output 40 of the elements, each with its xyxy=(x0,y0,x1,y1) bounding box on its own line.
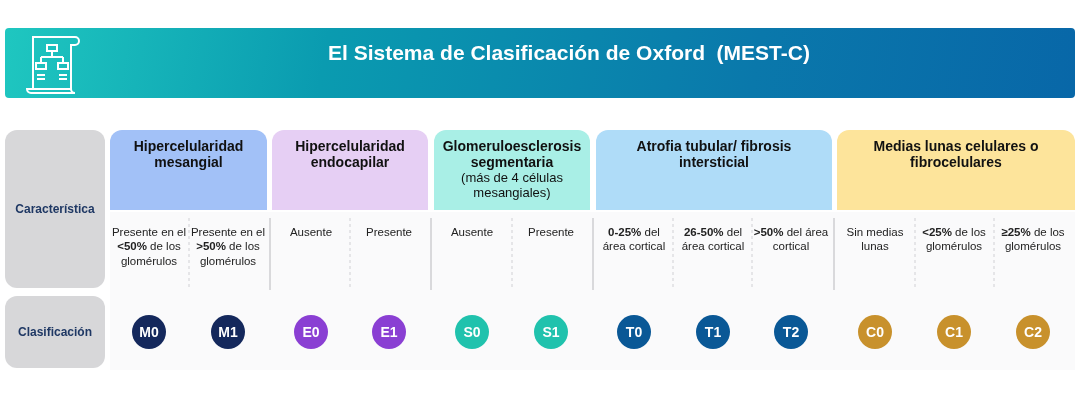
criterion-text: 26-50% del área cortical xyxy=(680,225,746,254)
label-text: C0 xyxy=(866,324,884,340)
label-text: T0 xyxy=(625,324,643,340)
criterion-text: Presente en el <50% de los glomérulos xyxy=(111,225,187,269)
row-header xyxy=(5,130,105,288)
criterion-text: Presente xyxy=(527,225,575,240)
label-text: M1 xyxy=(218,324,238,340)
criterion-text: Presente xyxy=(365,225,413,240)
category-header xyxy=(110,130,267,210)
label-text: Característica xyxy=(15,202,95,216)
label-text: T1 xyxy=(704,324,722,340)
criterion-text: Sin medias lunas xyxy=(845,225,905,254)
row-header xyxy=(5,296,105,368)
category-header xyxy=(596,130,832,210)
label-text: C1 xyxy=(945,324,963,340)
label-text: T2 xyxy=(782,324,800,340)
label-text: S1 xyxy=(542,324,560,340)
criterion-text: Presente en el >50% de los glomérulos xyxy=(190,225,266,269)
label-text: E0 xyxy=(302,324,320,340)
criterion-text: ≥25% de los glomérulos xyxy=(1000,225,1066,254)
criterion-text: Ausente xyxy=(288,225,334,240)
header-note: (más de 4 células mesangiales) xyxy=(460,170,564,200)
title: El Sistema de Clasificación de Oxford (MEST-C) xyxy=(328,41,810,65)
label-text: C2 xyxy=(1024,324,1042,340)
label-text: Hipercelularidad mesangial xyxy=(132,138,245,170)
category-header xyxy=(434,130,590,210)
criterion-text: >50% del área cortical xyxy=(753,225,829,254)
label-text: Hipercelularidad endocapilar xyxy=(294,138,406,170)
label-text: M0 xyxy=(139,324,159,340)
label-text: Glomeruloesclerosis segmentaria xyxy=(441,138,583,170)
category-header xyxy=(272,130,428,210)
criterion-text: <25% de los glomérulos xyxy=(921,225,987,254)
criterion-text: 0-25% del área cortical xyxy=(601,225,667,254)
label-text: Atrofia tubular/ fibrosis intersticial xyxy=(635,138,793,170)
criterion-text: Ausente xyxy=(449,225,495,240)
label-text: Medias lunas celulares o fibrocelulares xyxy=(872,138,1040,170)
label-text: S0 xyxy=(463,324,481,340)
label-text: Clasificación xyxy=(18,325,92,339)
category-header xyxy=(837,130,1075,210)
label-text: E1 xyxy=(380,324,398,340)
